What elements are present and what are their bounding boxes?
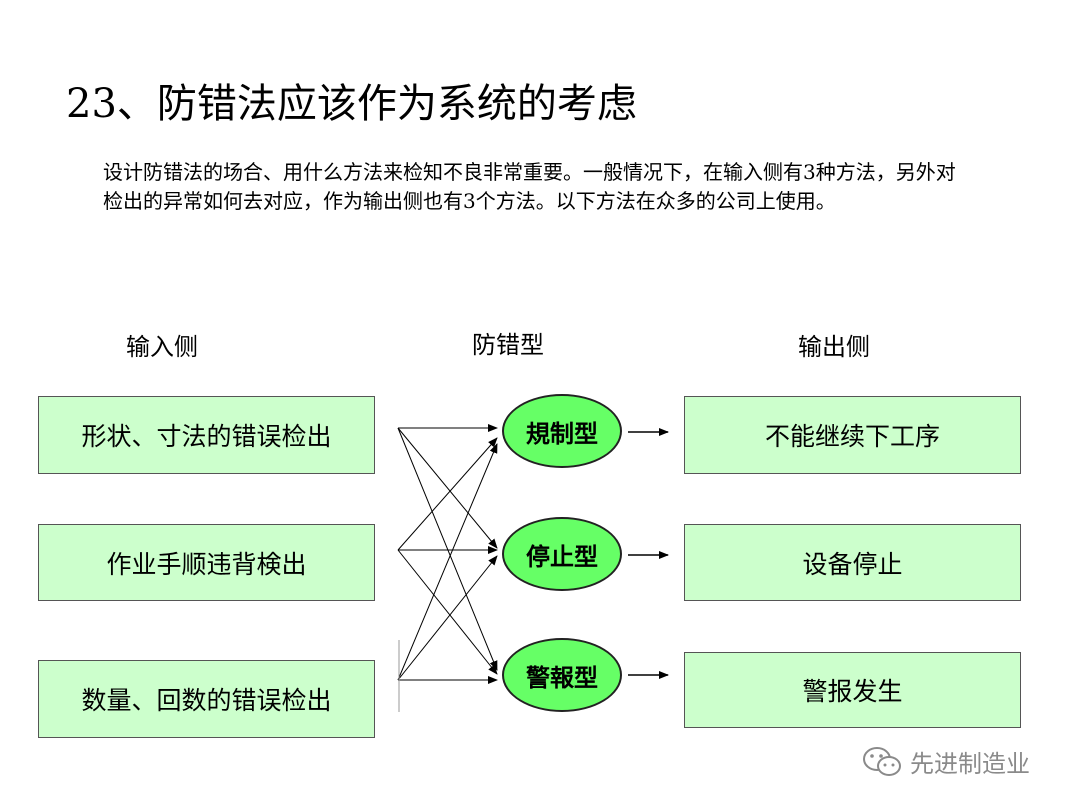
connector-input2-regulate — [397, 437, 498, 551]
connector-input3-stop — [397, 555, 498, 681]
description-text: 设计防错法的场合、用什么方法来检知不良非常重要。一般情况下，在输入侧有3种方法，… — [103, 160, 956, 213]
connector-input3-regulate — [397, 443, 498, 681]
input-box-quantity-count: 数量、回数的错误检出 — [38, 660, 375, 738]
type-oval-alarm: 警報型 — [502, 638, 622, 712]
page-title: 23、防错法应该作为系统的考虑 — [66, 81, 637, 127]
type-oval-regulate: 規制型 — [502, 394, 622, 468]
connector-input1-stop — [397, 427, 498, 549]
input-box-shape-dimension: 形状、寸法的错误检出 — [38, 396, 375, 474]
type-oval-stop: 停止型 — [502, 517, 622, 591]
output-box-equipment-stop: 设备停止 — [684, 524, 1021, 601]
watermark: 先进制造业 — [862, 744, 1030, 779]
connector-input2-alarm — [397, 549, 498, 675]
error-proof-type-header: 防错型 — [472, 331, 544, 359]
output-box-alarm: 警报发生 — [684, 652, 1021, 728]
input-side-header: 输入侧 — [126, 333, 198, 361]
output-box-cannot-continue: 不能继续下工序 — [684, 396, 1021, 474]
output-side-header: 输出侧 — [798, 333, 870, 361]
wechat-icon — [863, 746, 901, 776]
watermark-text: 先进制造业 — [910, 750, 1030, 778]
input-box-procedure: 作业手顺违背検出 — [38, 524, 375, 601]
connector-input1-alarm — [397, 427, 498, 671]
